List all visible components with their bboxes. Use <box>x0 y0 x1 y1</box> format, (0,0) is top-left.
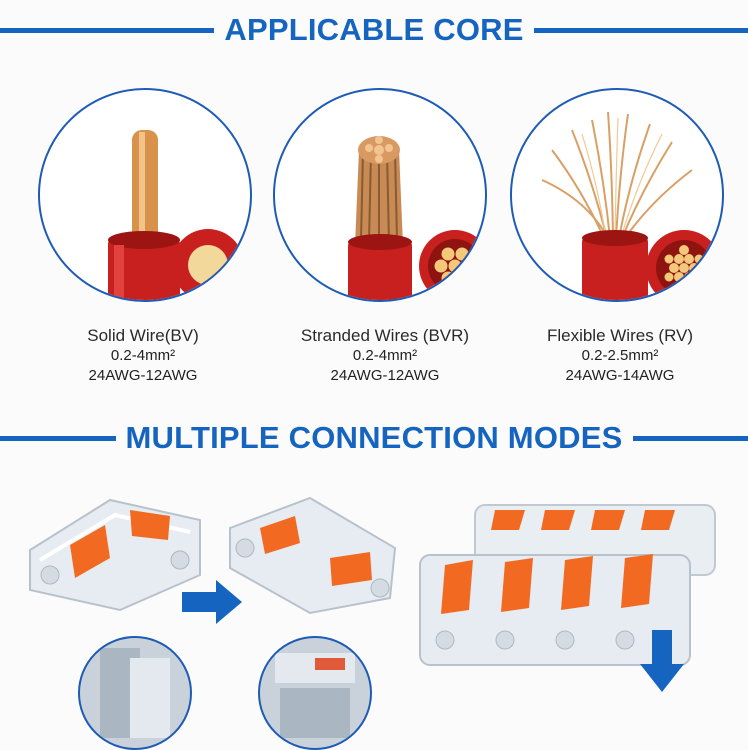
section-title-modes: MULTIPLE CONNECTION MODES <box>116 420 633 456</box>
stranded-wire-caption: Stranded Wires (BVR) 0.2-4mm² 24AWG-12AW… <box>265 326 505 386</box>
stranded-wire-circle <box>273 88 487 302</box>
detail-circle-right <box>258 636 372 750</box>
wire-name: Stranded Wires (BVR) <box>265 326 505 346</box>
wire-awg: 24AWG-12AWG <box>265 366 505 386</box>
solid-wire-circle <box>38 88 252 302</box>
stranded-wire-illustration <box>275 90 485 300</box>
heading-line-right <box>633 436 748 441</box>
wire-area: 0.2-4mm² <box>265 346 505 366</box>
solid-wire-caption: Solid Wire(BV) 0.2-4mm² 24AWG-12AWG <box>38 326 248 386</box>
connection-modes-heading: MULTIPLE CONNECTION MODES <box>0 420 748 456</box>
flexible-wire-caption: Flexible Wires (RV) 0.2-2.5mm² 24AWG-14A… <box>505 326 735 386</box>
arrow-down-icon <box>640 628 684 694</box>
solid-wire-illustration <box>40 90 250 300</box>
wire-name: Flexible Wires (RV) <box>505 326 735 346</box>
heading-line-left <box>0 436 116 441</box>
wire-awg: 24AWG-14AWG <box>505 366 735 386</box>
flexible-wire-circle <box>510 88 724 302</box>
detail-circle-left-illustration <box>80 638 190 748</box>
wire-awg: 24AWG-12AWG <box>38 366 248 386</box>
wire-name: Solid Wire(BV) <box>38 326 248 346</box>
detail-circle-left <box>78 636 192 750</box>
heading-line-right <box>534 28 748 33</box>
flexible-wire-illustration <box>512 90 722 300</box>
detail-circle-right-illustration <box>260 638 370 748</box>
wire-area: 0.2-2.5mm² <box>505 346 735 366</box>
section-title-core: APPLICABLE CORE <box>214 12 533 48</box>
connector-two-way-right <box>220 488 400 618</box>
heading-line-left <box>0 28 214 33</box>
wire-area: 0.2-4mm² <box>38 346 248 366</box>
applicable-core-heading: APPLICABLE CORE <box>0 12 748 48</box>
